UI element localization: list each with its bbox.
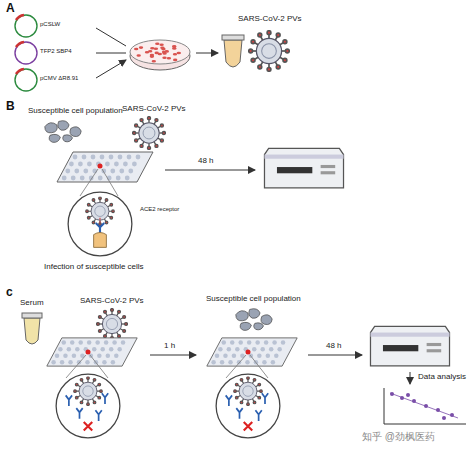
cells-label: Susceptible cell population — [206, 294, 301, 303]
serum-label: Serum — [20, 298, 44, 307]
virus-label: SARS-CoV-2 PVs — [80, 296, 144, 305]
watermark: 知乎 @劲枫医药 — [360, 431, 437, 443]
plasmid-name: TFP2 SBP4 — [40, 48, 72, 55]
plasmid-name: pCMV ΔR8.91 — [40, 75, 78, 82]
panel-letter: B — [6, 100, 15, 114]
virus-label: SARS-CoV-2 PVs — [122, 104, 186, 113]
cells-label: Susceptible cell population — [28, 106, 123, 115]
panel-letter: c — [6, 286, 13, 300]
receptor-label: ACE2 receptor — [140, 206, 179, 213]
time-label: 1 h — [164, 341, 175, 350]
data-analysis-label: Data analysis — [418, 372, 466, 381]
panel-letter: A — [6, 2, 15, 16]
caption-label: Infection of susceptible cells — [44, 262, 144, 271]
time-label: 48 h — [326, 341, 342, 350]
plasmid-name: pCSLW — [40, 21, 60, 28]
virus-label: SARS-CoV-2 PVs — [238, 14, 302, 23]
time-label: 48 h — [198, 156, 214, 165]
